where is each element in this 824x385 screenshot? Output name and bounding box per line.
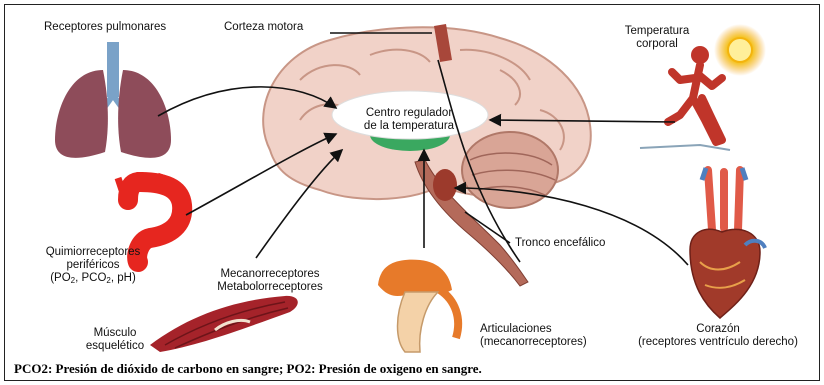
label-artic-line2: (mecanorreceptores) — [480, 336, 587, 349]
heart-icon — [690, 168, 765, 318]
runner-icon — [640, 46, 730, 150]
label-centro-line1: Centro regulador — [344, 107, 474, 120]
figure-caption: PCO2: Presión de dióxido de carbono en s… — [14, 361, 482, 377]
label-corteza-motora: Corteza motora — [224, 21, 303, 34]
label-centro-regulador: Centro regulador de la temperatura — [344, 107, 474, 133]
muscle-icon — [150, 296, 298, 352]
label-mecanorreceptores: Mecanorreceptores Metabolorreceptores — [200, 268, 340, 294]
label-receptores-pulmonares: Receptores pulmonares — [44, 21, 166, 34]
label-quimio-line2: periféricos — [34, 259, 152, 272]
label-articulaciones: Articulaciones (mecanorreceptores) — [480, 323, 587, 349]
joint-icon — [378, 260, 458, 352]
label-quimio-line3: (PO2, PCO2, pH) — [34, 272, 152, 287]
label-musculo-line2: esquelético — [80, 340, 150, 353]
label-quimio-line1: Quimiorreceptores — [34, 246, 152, 259]
label-quimio-ph: , pH) — [111, 272, 136, 284]
label-tronco-encefalico: Tronco encefálico — [515, 237, 605, 250]
label-mecano-line1: Mecanorreceptores — [200, 268, 340, 281]
label-corazon-line2: (receptores ventrículo derecho) — [620, 336, 816, 349]
label-corazon: Corazón (receptores ventrículo derecho) — [620, 323, 816, 349]
label-quimiorreceptores: Quimiorreceptores periféricos (PO2, PCO2… — [34, 246, 152, 287]
label-musculo: Músculo esquelético — [80, 327, 150, 353]
label-artic-line1: Articulaciones — [480, 323, 587, 336]
label-temperatura-line2: corporal — [612, 38, 702, 51]
label-centro-line2: de la temperatura — [344, 120, 474, 133]
sun-icon — [714, 24, 766, 76]
label-temperatura-line1: Temperatura — [612, 25, 702, 38]
label-quimio-pco: , PCO — [75, 272, 106, 284]
label-quimio-po: (PO — [50, 272, 70, 284]
label-musculo-line1: Músculo — [80, 327, 150, 340]
label-temperatura-corporal: Temperatura corporal — [612, 25, 702, 51]
label-mecano-line2: Metabolorreceptores — [200, 281, 340, 294]
label-corazon-line1: Corazón — [620, 323, 816, 336]
lungs-icon — [55, 42, 171, 158]
